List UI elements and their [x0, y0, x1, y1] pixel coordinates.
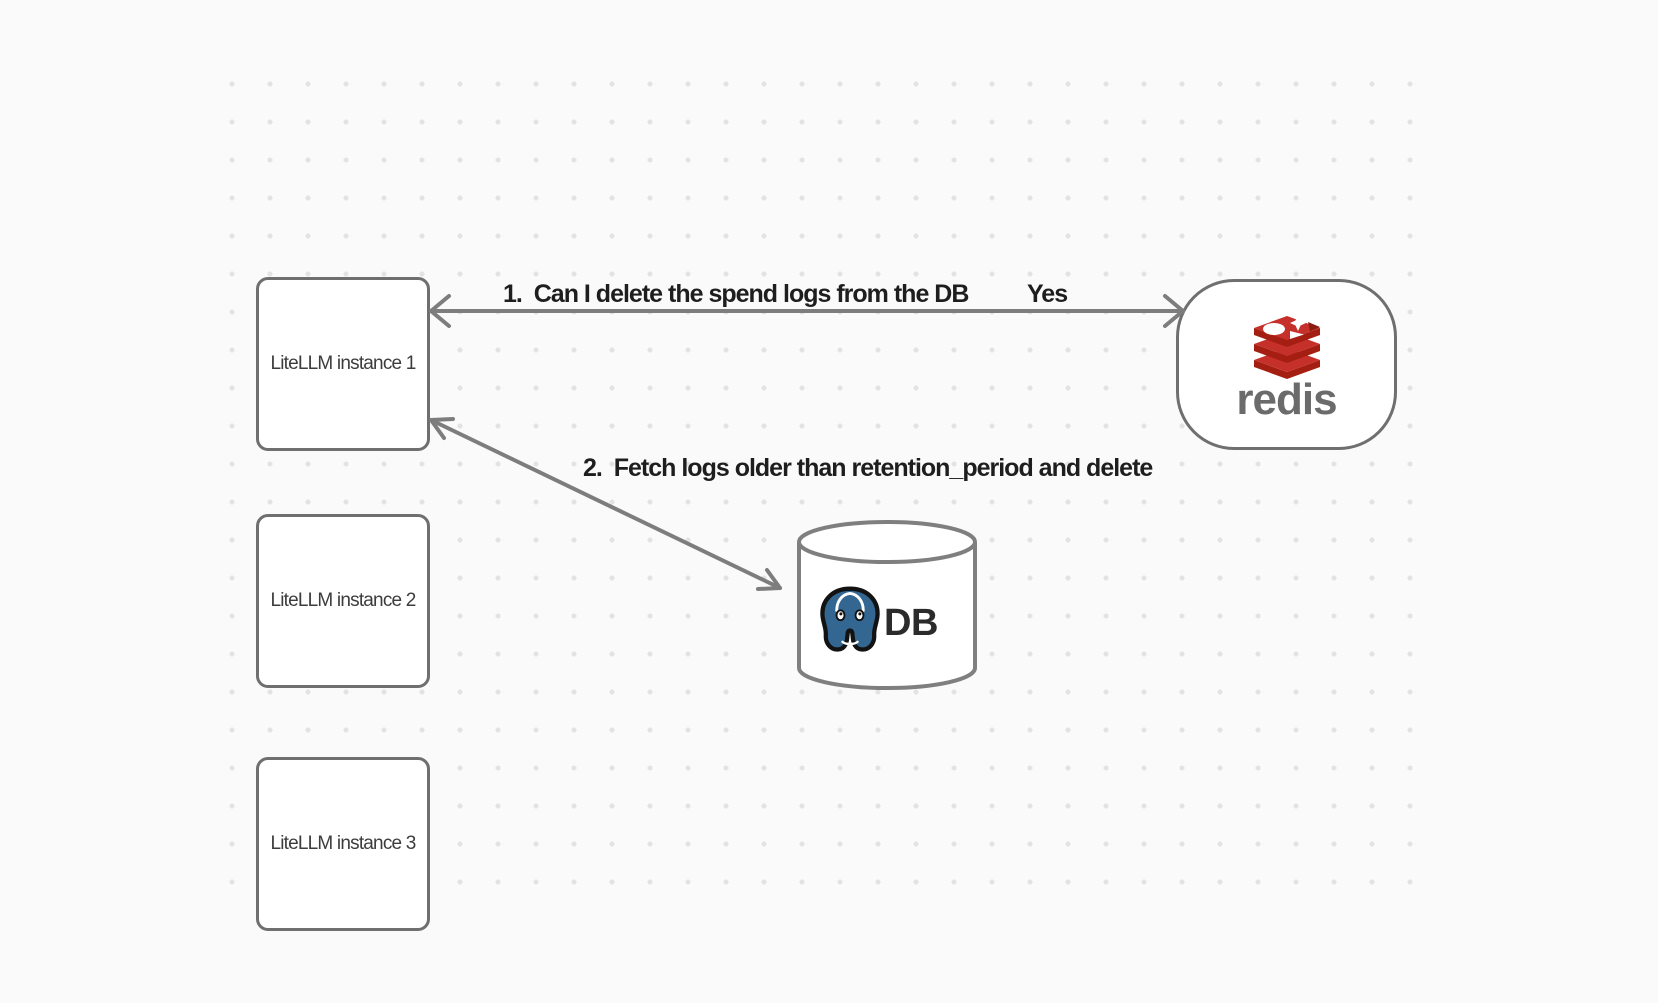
- litellm-instance-1-label: LiteLLM instance 1: [270, 353, 416, 374]
- litellm-instance-1-node[interactable]: LiteLLM instance 1: [256, 277, 430, 451]
- edge-label-delete-question[interactable]: 1. Can I delete the spend logs from the …: [503, 280, 969, 308]
- edge-label-fetch-delete[interactable]: 2. Fetch logs older than retention_perio…: [583, 454, 1153, 482]
- litellm-instance-3-node[interactable]: LiteLLM instance 3: [256, 757, 430, 931]
- arrowhead-lower-right-icon: [756, 568, 782, 591]
- redis-wordmark: redis: [1236, 375, 1337, 424]
- edge-label-yes[interactable]: Yes: [1027, 280, 1068, 308]
- litellm-instance-3-label: LiteLLM instance 3: [270, 833, 416, 854]
- arrowhead-left-icon: [429, 294, 451, 328]
- db-cylinder-node[interactable]: [795, 516, 979, 694]
- arrow-litellm-db[interactable]: [429, 418, 782, 590]
- redis-stack-icon: [1253, 315, 1320, 379]
- db-label: DB: [884, 602, 938, 644]
- arrowhead-right-icon: [1163, 294, 1185, 328]
- redis-node[interactable]: redis: [1176, 279, 1397, 450]
- litellm-instance-2-node[interactable]: LiteLLM instance 2: [256, 514, 430, 688]
- cylinder-shape-icon: [797, 520, 977, 690]
- arrowhead-upper-left-icon: [429, 417, 455, 440]
- postgresql-elephant-icon: [820, 586, 880, 652]
- litellm-instance-2-label: LiteLLM instance 2: [270, 590, 416, 611]
